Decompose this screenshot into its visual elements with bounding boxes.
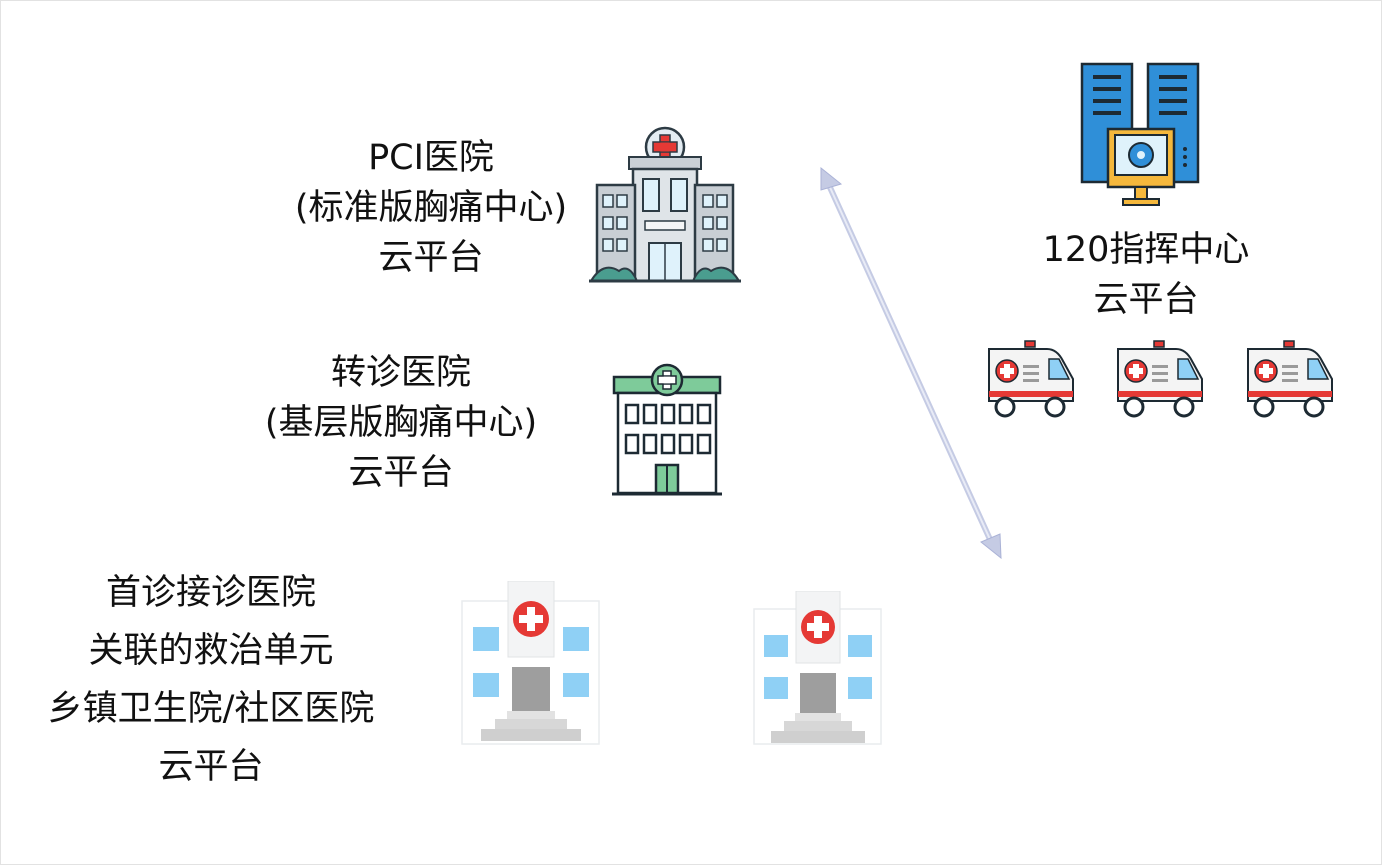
transfer-hospital-label: 转诊医院 (基层版胸痛中心) 云平台 — [241, 356, 561, 506]
transfer-platform: 云平台 — [348, 453, 454, 493]
first-units: 关联的救治单元 — [88, 631, 334, 671]
community-hospital-icon-2 — [753, 591, 883, 746]
community-hospital-icon-1 — [461, 581, 601, 746]
command-title: 120指挥中心 — [1042, 230, 1250, 270]
ambulance-icon-3 — [1244, 339, 1336, 421]
pci-hospital-icon — [589, 125, 741, 283]
command-center-label: 120指挥中心 云平台 — [1021, 233, 1271, 333]
bidirectional-arrow — [811, 166, 1011, 566]
first-visit-label: 首诊接诊医院 关联的救治单元 乡镇卫生院/社区医院 云平台 — [31, 576, 391, 808]
pci-platform: 云平台 — [378, 238, 484, 278]
transfer-title: 转诊医院 — [330, 353, 471, 393]
transfer-hospital-icon — [610, 363, 724, 497]
pci-hospital-label: PCI医院 (标准版胸痛中心) 云平台 — [271, 141, 591, 291]
first-clinics: 乡镇卫生院/社区医院 — [47, 689, 375, 729]
pci-subtitle: (标准版胸痛中心) — [294, 188, 568, 228]
ambulance-icon-2 — [1114, 339, 1206, 421]
first-platform: 云平台 — [158, 747, 264, 787]
transfer-subtitle: (基层版胸痛中心) — [264, 403, 538, 443]
first-title: 首诊接诊医院 — [105, 573, 316, 613]
pci-title: PCI医院 — [368, 138, 494, 178]
ambulance-icon-1 — [985, 339, 1077, 421]
command-platform: 云平台 — [1093, 280, 1199, 320]
server-computer-icon — [1079, 61, 1201, 211]
